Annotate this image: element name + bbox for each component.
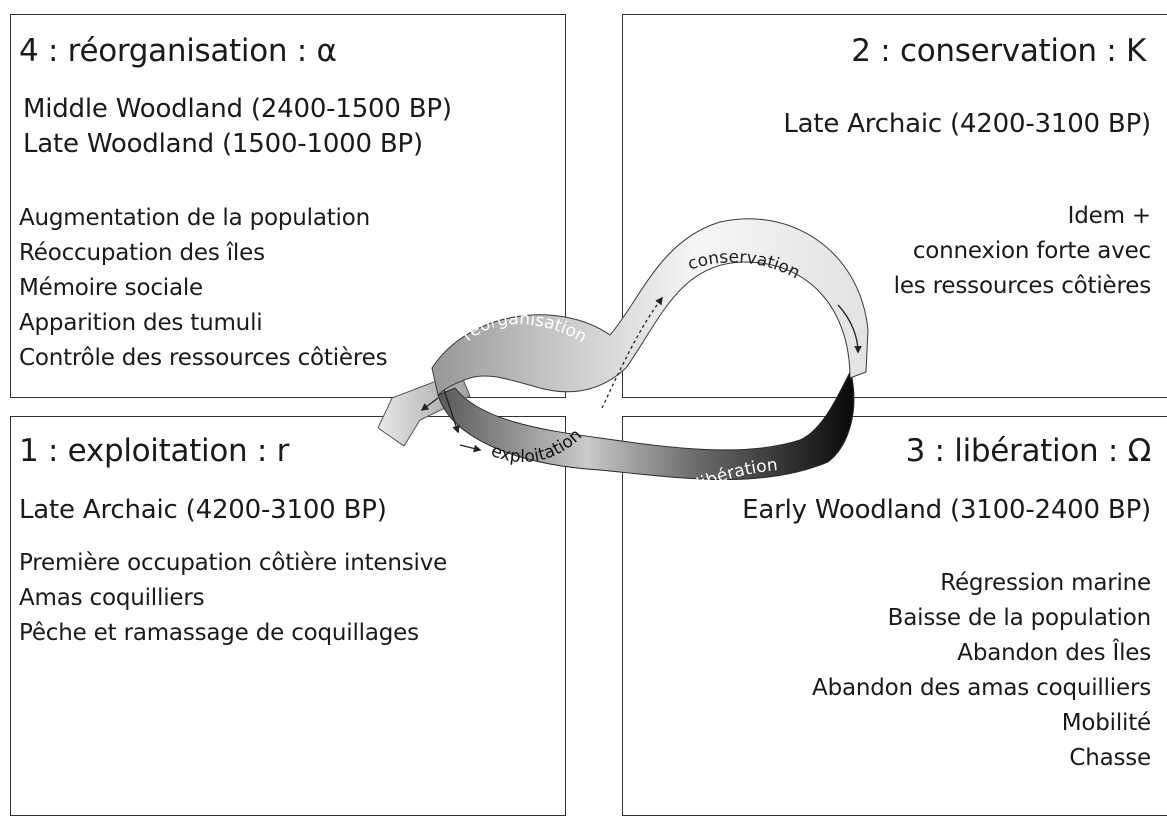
list-item: Régression marine bbox=[940, 570, 1151, 596]
list-item: Amas coquilliers bbox=[19, 585, 205, 611]
list-item: Contrôle des ressources côtières bbox=[19, 345, 388, 371]
list-item: Mémoire sociale bbox=[19, 275, 203, 301]
characteristics-list: Augmentation de la population Réoccupati… bbox=[19, 201, 388, 376]
list-item: Réoccupation des îles bbox=[19, 240, 265, 266]
panel-title: 4 : réorganisation : α bbox=[19, 33, 337, 69]
characteristics-list: Première occupation côtière intensive Am… bbox=[19, 546, 447, 651]
flow-arrow bbox=[420, 397, 439, 411]
list-item: Baisse de la population bbox=[887, 605, 1152, 631]
list-item: Première occupation côtière intensive bbox=[19, 550, 448, 576]
list-item: Pêche et ramassage de coquillages bbox=[19, 620, 419, 646]
list-item: Apparition des tumuli bbox=[19, 310, 263, 336]
panel-exploitation: 1 : exploitation : r Late Archaic (4200-… bbox=[10, 416, 566, 816]
list-item: Mobilité bbox=[1061, 710, 1151, 736]
list-item: Chasse bbox=[1069, 745, 1151, 771]
list-item: Augmentation de la population bbox=[19, 205, 370, 231]
list-item: Abandon des Îles bbox=[957, 640, 1151, 666]
panel-title: 3 : libération : Ω bbox=[905, 433, 1152, 469]
list-item: les ressources côtières bbox=[893, 273, 1152, 299]
period-label: Late Woodland (1500-1000 BP) bbox=[23, 129, 423, 159]
period-label: Early Woodland (3100-2400 BP) bbox=[742, 495, 1151, 525]
period-label: Late Archaic (4200-3100 BP) bbox=[19, 495, 387, 525]
period-label: Late Archaic (4200-3100 BP) bbox=[783, 109, 1151, 139]
list-item: connexion forte avec bbox=[912, 238, 1151, 264]
panel-conservation: 2 : conservation : K Late Archaic (4200-… bbox=[622, 14, 1167, 398]
panel-liberation: 3 : libération : Ω Early Woodland (3100-… bbox=[622, 416, 1167, 816]
period-label: Middle Woodland (2400-1500 BP) bbox=[23, 94, 452, 124]
list-item: Idem + bbox=[1067, 203, 1152, 229]
characteristics-list: Idem + connexion forte avec les ressourc… bbox=[893, 199, 1152, 304]
panel-title: 1 : exploitation : r bbox=[19, 433, 290, 469]
characteristics-list: Régression marine Baisse de la populatio… bbox=[812, 566, 1151, 776]
panel-reorganisation: 4 : réorganisation : α Middle Woodland (… bbox=[10, 14, 566, 398]
list-item: Abandon des amas coquilliers bbox=[812, 675, 1151, 701]
panel-title: 2 : conservation : K bbox=[851, 33, 1146, 69]
